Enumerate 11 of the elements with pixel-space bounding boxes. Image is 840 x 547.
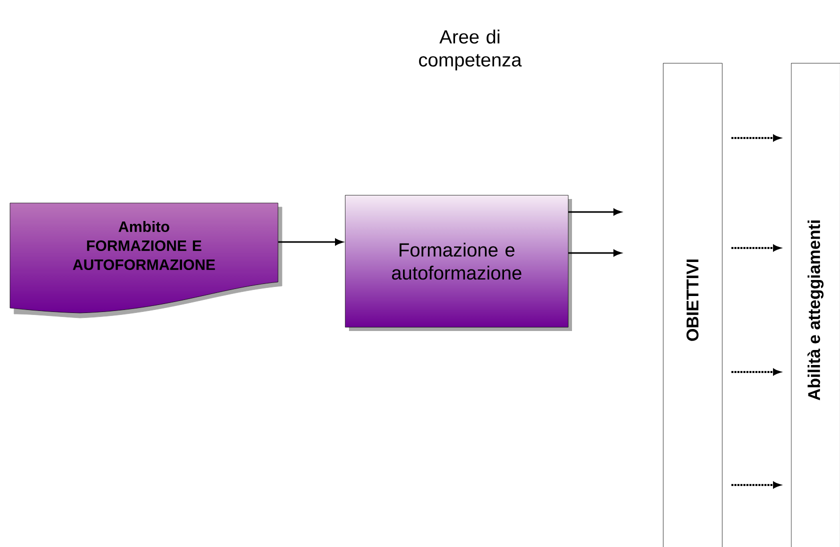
column-box: OBIETTIVI [663,63,722,547]
column-box: Abilità e atteggiamenti [791,63,840,547]
arrow [568,250,622,256]
arrow [731,482,780,488]
arrow [731,244,780,252]
heading: Aree di competenza [419,30,522,70]
arrow [731,134,780,142]
process-box: Formazione e autoformazione [345,195,572,331]
arrow [731,368,780,376]
arrow [568,208,622,216]
arrow [278,238,343,246]
